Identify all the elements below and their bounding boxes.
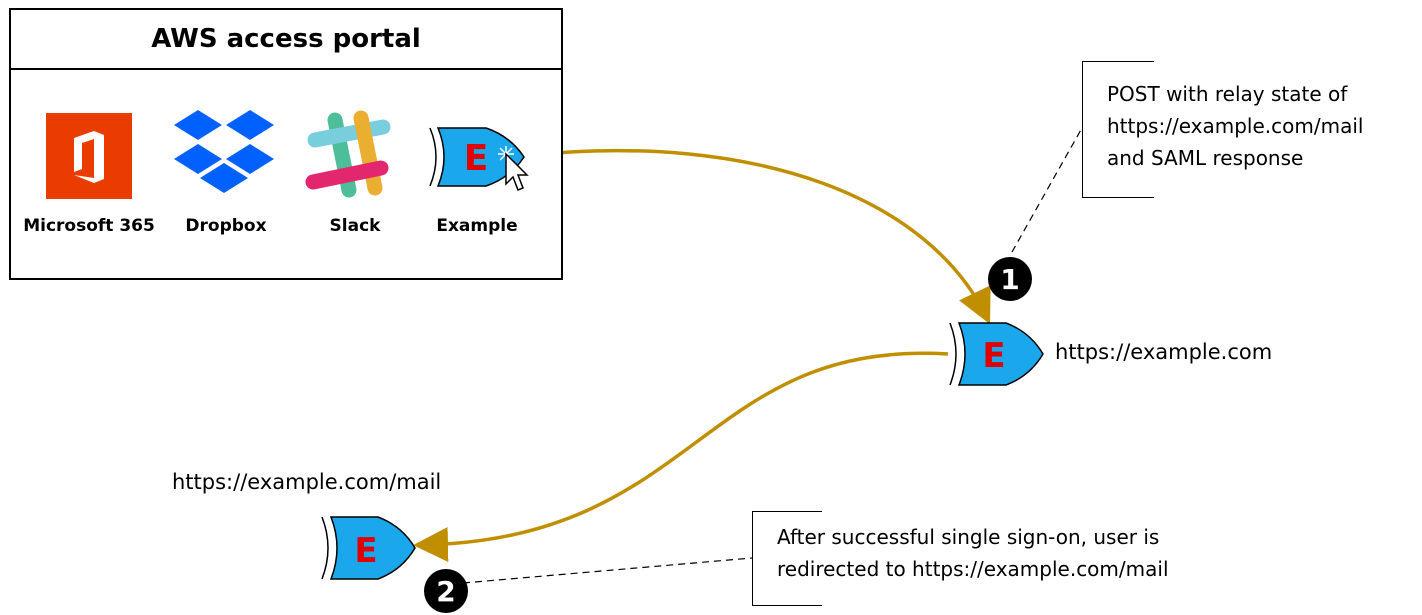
mail-site-url: https://example.com/mail (172, 470, 442, 494)
microsoft-365-icon[interactable] (46, 113, 132, 199)
step1-leader-line (1011, 127, 1083, 253)
example-site-letter: E (982, 336, 1005, 376)
step2-note-line: redirected to https://example.com/mail (777, 557, 1169, 581)
mouse-cursor-icon (505, 152, 529, 191)
mail-site-letter: E (354, 531, 377, 571)
slack-icon[interactable] (303, 110, 393, 200)
step2-badge-number: 2 (436, 575, 455, 608)
launch-arrow (519, 148, 991, 325)
mail-site-icon: E (321, 516, 416, 580)
portal-title: AWS access portal (11, 10, 561, 70)
step1-note-bracket (1082, 61, 1154, 198)
step1-note: POST with relay state of https://example… (1107, 78, 1363, 174)
app-label-dropbox[interactable]: Dropbox (185, 216, 267, 236)
dropbox-icon[interactable] (174, 110, 274, 194)
step1-note-line: POST with relay state of (1107, 82, 1348, 106)
step1-badge: 1 (988, 257, 1032, 301)
step1-badge-number: 1 (1000, 263, 1019, 296)
example-app-icon[interactable]: E (426, 124, 536, 200)
step2-note-line: After successful single sign-on, user is (777, 525, 1160, 549)
app-label-microsoft-365[interactable]: Microsoft 365 (23, 216, 155, 236)
example-app-letter: E (464, 138, 489, 179)
step2-note-bracket (752, 511, 822, 606)
redirect-arrow (413, 351, 949, 562)
step1-note-line: and SAML response (1107, 146, 1304, 170)
step2-leader-line (462, 557, 753, 584)
example-site-icon: E (949, 322, 1044, 386)
app-label-example[interactable]: Example (436, 216, 518, 236)
app-label-slack[interactable]: Slack (329, 216, 381, 236)
step1-note-line: https://example.com/mail (1107, 114, 1364, 138)
step2-note: After successful single sign-on, user is… (777, 521, 1169, 585)
example-site-url: https://example.com (1055, 340, 1273, 364)
step2-badge: 2 (424, 569, 468, 613)
